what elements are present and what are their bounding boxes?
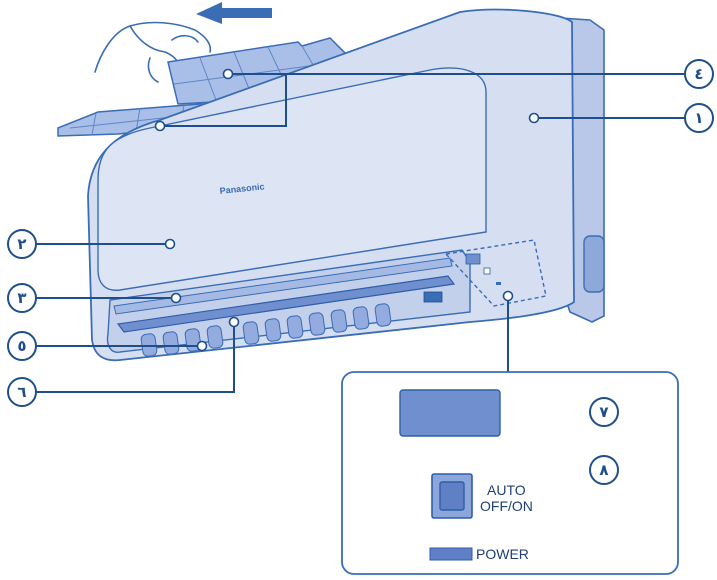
power-label: POWER (476, 546, 529, 562)
callout-5: ٥ (7, 331, 37, 361)
callout-2: ٢ (7, 229, 37, 259)
auto-off-on-button[interactable] (439, 481, 465, 511)
svg-text:٨: ٨ (599, 461, 608, 479)
callout-7: ٧ (589, 397, 619, 427)
indicator-panel-area (444, 239, 547, 307)
callout-8: ٨ (589, 455, 619, 485)
power-indicator (429, 547, 473, 561)
svg-text:٤: ٤ (694, 65, 703, 83)
indoor-unit: Panasonic (87, 8, 605, 362)
callout-1: ١ (684, 103, 714, 133)
svg-text:٥: ٥ (17, 337, 26, 355)
callout-3: ٣ (7, 283, 37, 313)
callout-6: ٦ (7, 377, 37, 407)
auto-label: AUTO (487, 482, 526, 498)
callout-4: ٤ (684, 59, 714, 89)
control-panel-detail: AUTO OFF/ON POWER (341, 371, 679, 575)
svg-text:٣: ٣ (17, 289, 26, 307)
off-on-label: OFF/ON (480, 498, 533, 514)
svg-text:٧: ٧ (599, 403, 608, 421)
svg-text:٢: ٢ (17, 235, 26, 253)
filter-removal-arrow (196, 2, 272, 24)
svg-text:١: ١ (694, 109, 703, 127)
brand-logo: Panasonic (219, 181, 265, 196)
svg-text:٦: ٦ (17, 383, 26, 401)
remote-receiver-window (399, 389, 501, 437)
